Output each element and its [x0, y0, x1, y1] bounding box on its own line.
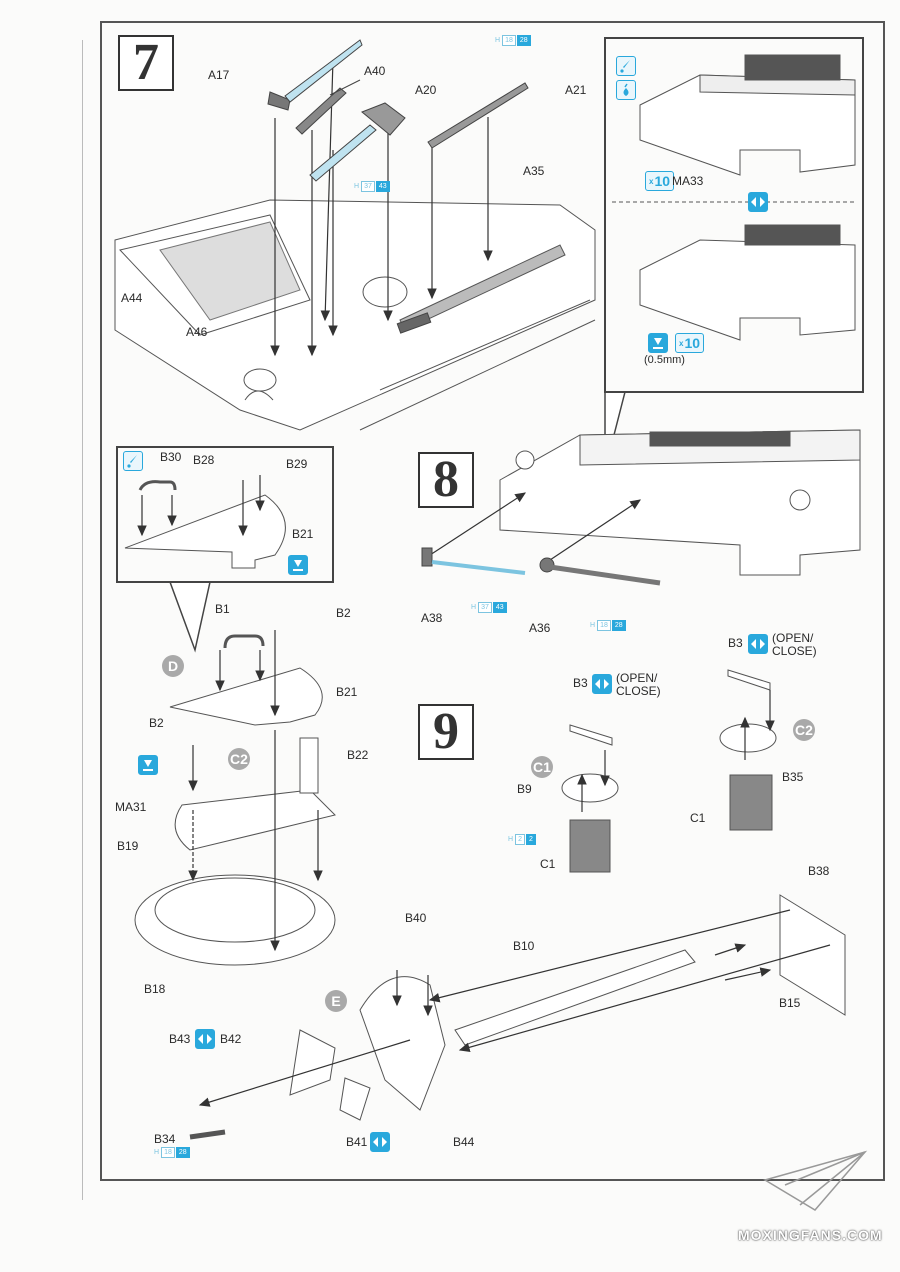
step7-inset-drawings [639, 54, 856, 341]
paint-code: H 37 43 [354, 181, 390, 192]
part-label: A17 [208, 68, 230, 82]
part-label: B9 [517, 782, 532, 796]
part-label: B35 [782, 770, 804, 784]
open-close-note: (OPEN/ CLOSE) [772, 631, 817, 658]
step7-detail-inset [604, 37, 864, 393]
drill-hole-icon [648, 333, 668, 353]
part-label: MA31 [115, 800, 147, 814]
step9-drawings [561, 669, 777, 873]
part-label: B21 [336, 685, 358, 699]
subassembly-marker-C2: C2 [793, 719, 815, 741]
part-label: B44 [453, 1135, 475, 1149]
part-label: A44 [121, 291, 143, 305]
alternative-option-icon [748, 634, 768, 654]
step7-parts [267, 39, 529, 334]
part-label: B18 [144, 982, 166, 996]
drill-hole-icon [138, 755, 158, 775]
alternative-option-icon [592, 674, 612, 694]
subassembly-E-drawing [189, 894, 846, 1140]
part-label: B29 [286, 457, 308, 471]
part-label: B15 [779, 996, 801, 1010]
part-label: C1 [540, 857, 556, 871]
paint-code: H 2 2 [508, 834, 536, 845]
page-edge-rule [82, 40, 83, 1200]
part-label: A21 [565, 83, 587, 97]
step7-arrows [270, 59, 493, 357]
part-label: B10 [513, 939, 535, 953]
part-label: A40 [364, 64, 386, 78]
part-label: A35 [523, 164, 545, 178]
part-label: B42 [220, 1032, 242, 1046]
cement-drop-icon [616, 80, 636, 100]
alternative-option-icon [370, 1132, 390, 1152]
part-label: B34 [154, 1132, 176, 1146]
alternative-option-icon [195, 1029, 215, 1049]
part-label: B30 [160, 450, 182, 464]
watermark-logo [763, 1150, 868, 1211]
subassembly-marker-D: D [162, 655, 184, 677]
part-label: B38 [808, 864, 830, 878]
subassembly-D-arrows [188, 630, 323, 952]
part-label: B43 [169, 1032, 191, 1046]
part-label: B2 [149, 716, 164, 730]
part-label: B21 [292, 527, 314, 541]
part-label: A46 [186, 325, 208, 339]
alternative-option-icon [748, 192, 768, 212]
step8-arrows [429, 492, 641, 561]
part-label: MA33 [672, 174, 704, 188]
part-label: B1 [215, 602, 230, 616]
subassembly-D-detail-inset [116, 446, 334, 583]
part-label: A20 [415, 83, 437, 97]
subassembly-D-drawing [134, 634, 336, 966]
step8-parts [421, 547, 661, 586]
inset-D-arrows [137, 475, 265, 537]
part-label: A36 [529, 621, 551, 635]
step9-arrows [577, 690, 775, 812]
part-label: A38 [421, 611, 443, 625]
drill-hole-icon [288, 555, 308, 575]
part-label: B3 [728, 636, 743, 650]
open-close-note: (OPEN/ CLOSE) [616, 671, 661, 698]
part-label: B28 [193, 453, 215, 467]
inset-D-drawing [124, 480, 286, 569]
paint-code: H 18 28 [495, 35, 531, 46]
page-frame [100, 21, 885, 1181]
subassembly-marker-C2: C2 [228, 748, 250, 770]
part-label: B41 [346, 1135, 368, 1149]
step-number-9: 9 [418, 704, 474, 760]
quantity-x10-badge: xx1010 [645, 171, 675, 191]
paint-code: H 37 43 [471, 602, 507, 613]
step-number-8: 8 [418, 452, 474, 508]
part-label: B3 [573, 676, 588, 690]
step8-hull [499, 429, 861, 576]
part-label: B40 [405, 911, 427, 925]
glue-icon [616, 56, 636, 76]
part-label: B22 [347, 748, 369, 762]
glue-icon [123, 451, 143, 471]
paint-code: H 18 28 [590, 620, 626, 631]
watermark-text: MOXINGFANS.COM [738, 1227, 883, 1243]
drill-size-note: (0.5mm) [644, 354, 685, 366]
subassembly-marker-E: E [325, 990, 347, 1012]
part-label: C1 [690, 811, 706, 825]
paint-code: H 18 28 [154, 1147, 190, 1158]
inset-D-callout-pointer [169, 581, 211, 653]
step-number-7: 7 [118, 35, 174, 91]
subassembly-E-arrows [198, 909, 831, 1107]
step7-hull-deck [114, 199, 596, 431]
part-label: B19 [117, 839, 139, 853]
subassembly-marker-C1: C1 [531, 756, 553, 778]
part-label: B2 [336, 606, 351, 620]
